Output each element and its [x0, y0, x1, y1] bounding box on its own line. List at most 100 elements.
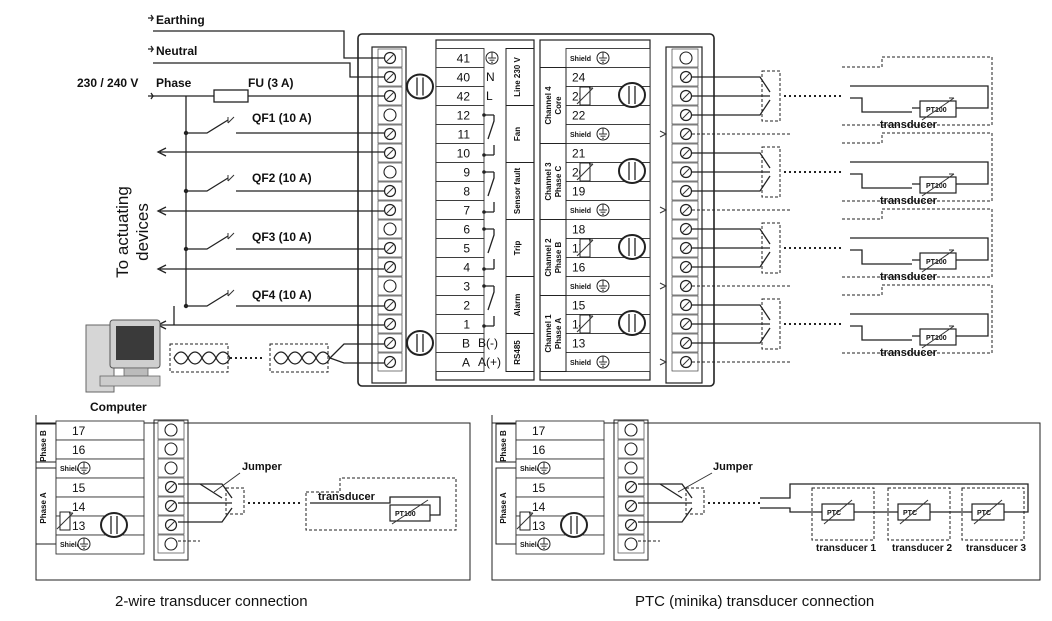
ptc-transducer-label-3: transducer 3 [966, 543, 1026, 554]
ptc-label: PTC [977, 510, 991, 517]
terminal-number-41: 41 [457, 52, 471, 66]
inset-connector-knob-icon [100, 512, 128, 538]
earthing-wire [153, 30, 384, 59]
ptc-slash [973, 499, 1003, 525]
inset2-wire [638, 507, 693, 523]
sensor-wire [692, 327, 771, 344]
screw-slot [682, 206, 690, 214]
inset-number-cell [55, 534, 145, 555]
left-number-cell [435, 181, 485, 201]
left-group-label: Line 230 V [513, 57, 522, 97]
left-number-cell [435, 295, 485, 315]
relay-node [482, 227, 486, 231]
ptc-housing [961, 487, 1025, 541]
channel-label-line2: Core [554, 96, 563, 115]
screw-slot [682, 225, 690, 233]
terminal-number-5: 5 [463, 242, 470, 256]
left-number-cell [435, 257, 485, 277]
terminal-number-15: 15 [572, 299, 586, 313]
cable-gland [225, 487, 245, 515]
screw-slot [386, 92, 394, 100]
pt100-slash [921, 325, 955, 349]
inset-terminal-14: 14 [532, 500, 546, 514]
computer-stand [123, 367, 149, 377]
sensor-wire [692, 76, 771, 93]
inset1-caption: 2-wire transducer connection [115, 593, 308, 610]
jumper-pointer [213, 472, 241, 493]
computer-label: Computer [90, 400, 147, 414]
left-group-label: Fan [513, 127, 522, 141]
relay-node [482, 153, 486, 157]
ptc-label: PTC [827, 510, 841, 517]
ptc-label: PTC [903, 510, 917, 517]
screw-slot [167, 483, 175, 491]
left-number-cell [435, 352, 485, 372]
shield-label: Shield [570, 56, 591, 63]
left-group-label: RS485 [513, 340, 522, 365]
channel-connector-knob-icon [618, 234, 646, 260]
inset-terminal-14: 14 [72, 500, 86, 514]
phase-label: Phase [156, 76, 192, 90]
terminal-number-10: 10 [457, 147, 471, 161]
rtd-slash [576, 239, 594, 257]
breaker-mark [227, 116, 235, 124]
screw-slot [682, 301, 690, 309]
left-number-cell [435, 238, 485, 258]
output-arrow-qf1-head [156, 147, 167, 157]
empty-terminal-icon [383, 165, 397, 179]
probe-wire [850, 97, 912, 113]
terminal-code-b: B(-) [478, 336, 498, 350]
screw-slot [386, 358, 394, 366]
screw-slot [627, 502, 635, 510]
transducer-housing [842, 56, 993, 126]
neutral-arrow [148, 45, 155, 53]
rtd-slash [576, 87, 594, 105]
screw-slot [386, 263, 394, 271]
rs485-connector-knob-icon [406, 330, 434, 356]
terminal-number-40: 40 [457, 71, 471, 85]
cable-gland [761, 146, 781, 198]
channel-label: Channel 1 [544, 314, 553, 353]
inset-terminal-strip [153, 419, 189, 561]
ptc-slash [823, 499, 853, 525]
relay-node [482, 324, 486, 328]
breaker-switch-icon [186, 119, 229, 134]
trip-relay-icon [484, 228, 495, 270]
jumper-pointer [677, 472, 713, 493]
empty-terminal-icon [164, 423, 178, 437]
channel-label: Channel 3 [544, 162, 553, 201]
fan-relay-icon [484, 114, 495, 156]
earthing-arrow [148, 14, 155, 22]
screw-slot [682, 339, 690, 347]
empty-terminal-icon [624, 461, 638, 475]
channel-box [539, 295, 567, 372]
screw-slot [682, 111, 690, 119]
inset1-wire [178, 507, 233, 523]
terminal-number-21: 21 [572, 147, 586, 161]
breaker-switch-icon [186, 292, 229, 307]
breaker-label-qf1: QF1 (10 A) [252, 111, 312, 125]
sensor-fault-relay-icon [484, 171, 495, 213]
ptc-housing [811, 487, 875, 541]
rtd-slash [516, 512, 534, 530]
terminal-number-12: 12 [457, 109, 471, 123]
fuse-label: FU (3 A) [248, 76, 294, 90]
terminal-number-8: 8 [463, 185, 470, 199]
screw-slot [386, 244, 394, 252]
inset-terminal-17: 17 [532, 424, 546, 438]
inset1-jumper-label: Jumper [242, 461, 282, 473]
screw-slot [682, 73, 690, 81]
inset-phase-b-label: Phase B [499, 430, 508, 462]
alarm-relay-icon [484, 285, 495, 327]
screw-slot [386, 149, 394, 157]
channel-label-line2: Phase C [554, 165, 563, 197]
breaker-switch-icon [186, 235, 229, 250]
shield-arrow [659, 358, 668, 366]
left-number-cell [435, 333, 485, 353]
transducer-housing [842, 208, 993, 278]
relay-node [482, 210, 486, 214]
line-connector-knob-icon [406, 73, 434, 100]
inset-number-cell [55, 439, 145, 460]
cable-shield-box [169, 343, 229, 373]
probe-wire [850, 173, 912, 189]
